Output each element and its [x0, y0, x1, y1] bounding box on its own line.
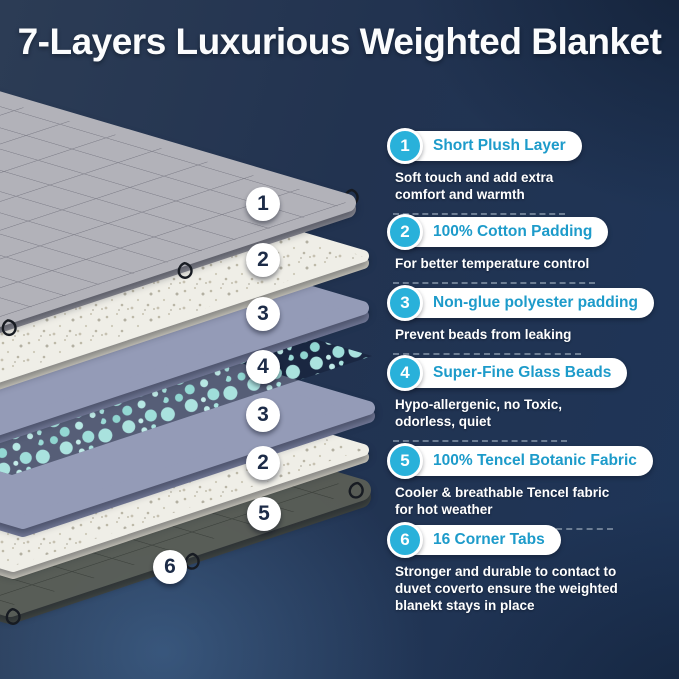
layer-description: Stronger and durable to contact to duvet…: [395, 564, 618, 613]
legend-item-3: 3 Non-glue polyester padding Prevent bea…: [387, 285, 654, 355]
dashed-divider: [393, 440, 567, 442]
layer-label-pill: 4 Super-Fine Glass Beads: [387, 355, 628, 391]
layer-description: For better temperature control: [395, 256, 590, 271]
layer-number-badge: 4: [246, 350, 280, 384]
layer-label: 100% Tencel Botanic Fabric: [433, 452, 637, 469]
legend-item-2: 2 100% Cotton Padding For better tempera…: [387, 214, 609, 284]
legend-number-badge: 2: [387, 214, 423, 250]
legend-item-5: 5 100% Tencel Botanic Fabric Cooler & br…: [387, 443, 653, 530]
legend-number-badge: 5: [387, 443, 423, 479]
layer-number-badge: 2: [246, 446, 280, 480]
legend-item-1: 1 Short Plush Layer Soft touch and add e…: [387, 128, 582, 215]
layer-number-badge: 3: [246, 297, 280, 331]
layer-label-pill: 1 Short Plush Layer: [387, 128, 582, 164]
layer-number-badge: 5: [247, 497, 281, 531]
layer-label-pill: 3 Non-glue polyester padding: [387, 285, 654, 321]
layer-label-pill: 6 16 Corner Tabs: [387, 522, 561, 558]
layer-number-badge: 1: [246, 187, 280, 221]
layer-label: 16 Corner Tabs: [433, 531, 545, 548]
layer-number-badge: 6: [153, 550, 187, 584]
legend-item-4: 4 Super-Fine Glass Beads Hypo-allergenic…: [387, 355, 628, 442]
layer-label: 100% Cotton Padding: [433, 223, 593, 240]
layer-label-pill: 2 100% Cotton Padding: [387, 214, 609, 250]
dashed-divider: [393, 282, 595, 284]
layer-label: Non-glue polyester padding: [433, 294, 638, 311]
page-title: 7-Layers Luxurious Weighted Blanket: [17, 21, 662, 62]
dashed-divider: [393, 213, 565, 215]
layer-number-badge: 2: [246, 243, 280, 277]
layer-label: Short Plush Layer: [433, 137, 566, 154]
legend-number-badge: 6: [387, 522, 423, 558]
legend: 1 Short Plush Layer Soft touch and add e…: [387, 0, 679, 679]
legend-number-badge: 3: [387, 285, 423, 321]
layer-description: Cooler & breathable Tencel fabric for ho…: [395, 485, 610, 517]
legend-number-badge: 4: [387, 355, 423, 391]
legend-number-badge: 1: [387, 128, 423, 164]
dashed-divider: [393, 353, 581, 355]
legend-item-6: 6 16 Corner Tabs Stronger and durable to…: [387, 522, 635, 614]
layer-description: Hypo-allergenic, no Toxic, odorless, qui…: [395, 397, 563, 429]
layer-sheet-plush: [0, 91, 356, 333]
layer-number-badge: 3: [246, 398, 280, 432]
layer-description: Soft touch and add extra comfort and war…: [395, 170, 554, 202]
layer-description: Prevent beads from leaking: [395, 327, 572, 342]
layer-label: Super-Fine Glass Beads: [433, 364, 612, 381]
layer-label-pill: 5 100% Tencel Botanic Fabric: [387, 443, 653, 479]
